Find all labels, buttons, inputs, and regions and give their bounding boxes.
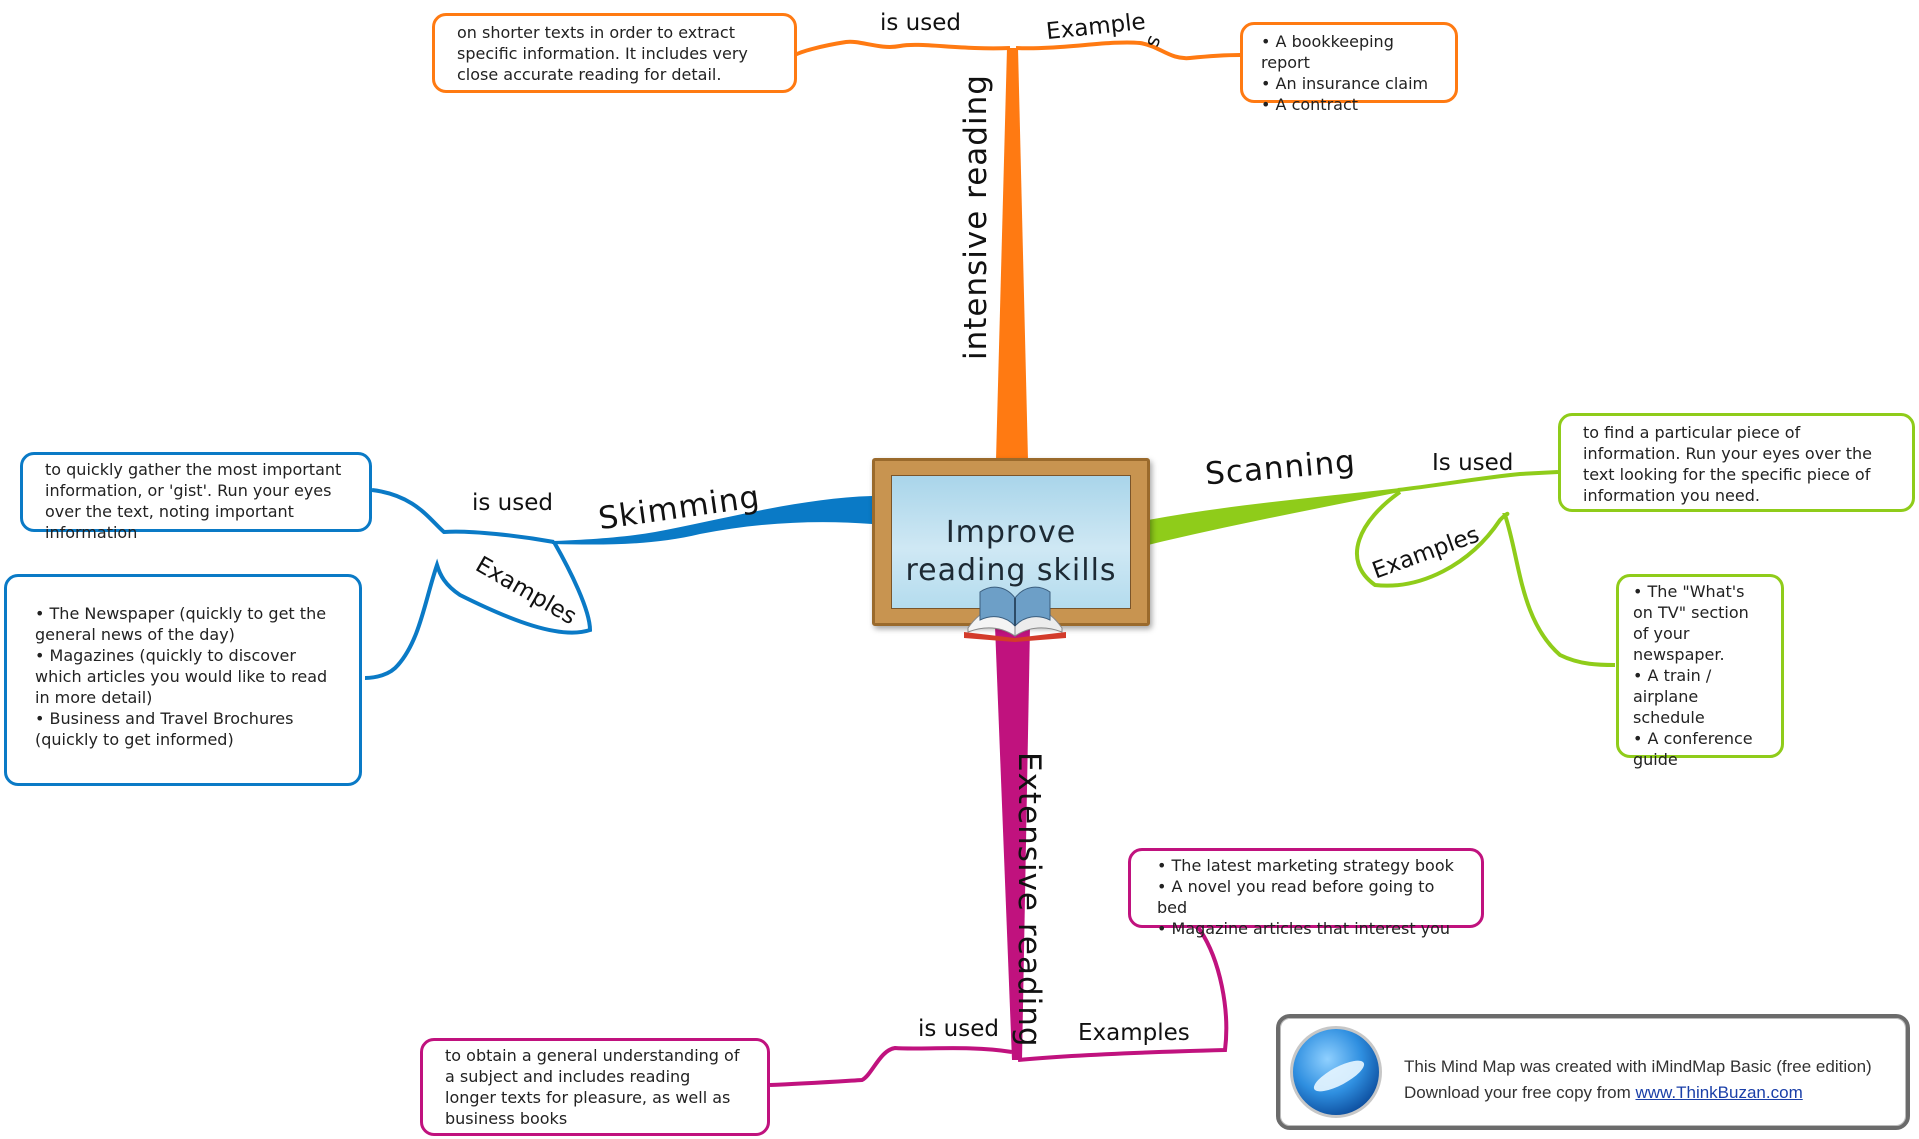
extensive-examples-box[interactable]: The latest marketing strategy book A nov… — [1128, 848, 1484, 938]
scanning-used-label[interactable]: Is used — [1432, 450, 1514, 476]
intensive-branch — [996, 48, 1028, 460]
extensive-branch-label[interactable]: Extensive reading — [1011, 752, 1047, 1048]
list-item: A bookkeeping report — [1261, 31, 1437, 73]
intensive-examples-list: A bookkeeping report An insurance claim … — [1261, 31, 1437, 115]
intensive-examples-box[interactable]: A bookkeeping report An insurance claim … — [1240, 22, 1458, 114]
scanning-examples-connector — [1355, 490, 1616, 667]
skimming-examples-connector — [364, 541, 593, 680]
intensive-used-box[interactable]: on shorter texts in order to extract spe… — [432, 13, 797, 93]
scanning-examples-box[interactable]: The "What's on TV" section of your newsp… — [1616, 574, 1784, 769]
list-item: A train / airplane schedule — [1633, 665, 1767, 728]
extensive-used-connector — [769, 1045, 1013, 1087]
list-item: The "What's on TV" section of your newsp… — [1633, 581, 1767, 665]
extensive-examples-label[interactable]: Examples — [1078, 1020, 1190, 1046]
intensive-examples-connector — [1015, 40, 1241, 61]
central-title: Improve reading skills — [892, 514, 1130, 590]
badge-line1: This Mind Map was created with iMindMap … — [1404, 1057, 1872, 1076]
skimming-used-box[interactable]: to quickly gather the most important inf… — [20, 452, 372, 542]
thinkbuzan-link[interactable]: www.ThinkBuzan.com — [1635, 1083, 1803, 1102]
skimming-examples-list: The Newspaper (quickly to get the genera… — [35, 603, 331, 750]
skimming-examples-box[interactable]: The Newspaper (quickly to get the genera… — [4, 574, 362, 786]
intensive-used-text: on shorter texts in order to extract spe… — [457, 23, 748, 84]
open-book-icon — [964, 586, 1066, 642]
list-item: A novel you read before going to bed — [1157, 876, 1455, 918]
intensive-branch-label[interactable]: intensive reading — [958, 74, 994, 360]
list-item: Magazine articles that interest you — [1157, 918, 1455, 939]
badge-line2-prefix: Download your free copy from — [1404, 1083, 1636, 1102]
badge-text: This Mind Map was created with iMindMap … — [1404, 1054, 1872, 1106]
list-item: The Newspaper (quickly to get the genera… — [35, 603, 331, 645]
extensive-used-label[interactable]: is used — [918, 1016, 999, 1042]
list-item: A conference guide — [1633, 728, 1767, 770]
intensive-used-connector — [793, 39, 1011, 57]
list-item: The latest marketing strategy book — [1157, 855, 1455, 876]
list-item: A contract — [1261, 94, 1437, 115]
imindmap-logo-icon — [1290, 1026, 1382, 1118]
badge-line2: Download your free copy from www.ThinkBu… — [1404, 1080, 1872, 1106]
extensive-examples-list: The latest marketing strategy book A nov… — [1157, 855, 1455, 939]
extensive-used-text: to obtain a general understanding of a s… — [445, 1046, 740, 1128]
skimming-used-connector — [371, 488, 555, 544]
skimming-used-label[interactable]: is used — [472, 490, 553, 516]
skimming-used-text: to quickly gather the most important inf… — [45, 460, 342, 542]
imindmap-badge: This Mind Map was created with iMindMap … — [1276, 1014, 1910, 1130]
list-item: Magazines (quickly to discover which art… — [35, 645, 331, 708]
scanning-branch — [1148, 488, 1400, 545]
skimming-branch — [552, 496, 872, 545]
scanning-examples-list: The "What's on TV" section of your newsp… — [1633, 581, 1767, 770]
extensive-branch — [995, 626, 1030, 1060]
list-item: An insurance claim — [1261, 73, 1437, 94]
central-title-line2: reading skills — [905, 553, 1117, 588]
list-item: Business and Travel Brochures (quickly t… — [35, 708, 331, 750]
central-board: Improve reading skills — [891, 475, 1131, 609]
scanning-used-connector — [1397, 470, 1559, 492]
scanning-used-box[interactable]: to find a particular piece of informatio… — [1558, 413, 1915, 512]
central-title-line1: Improve — [945, 515, 1077, 550]
intensive-used-label[interactable]: is used — [880, 10, 961, 36]
scanning-used-text: to find a particular piece of informatio… — [1583, 423, 1872, 505]
extensive-used-box[interactable]: to obtain a general understanding of a s… — [420, 1038, 770, 1136]
